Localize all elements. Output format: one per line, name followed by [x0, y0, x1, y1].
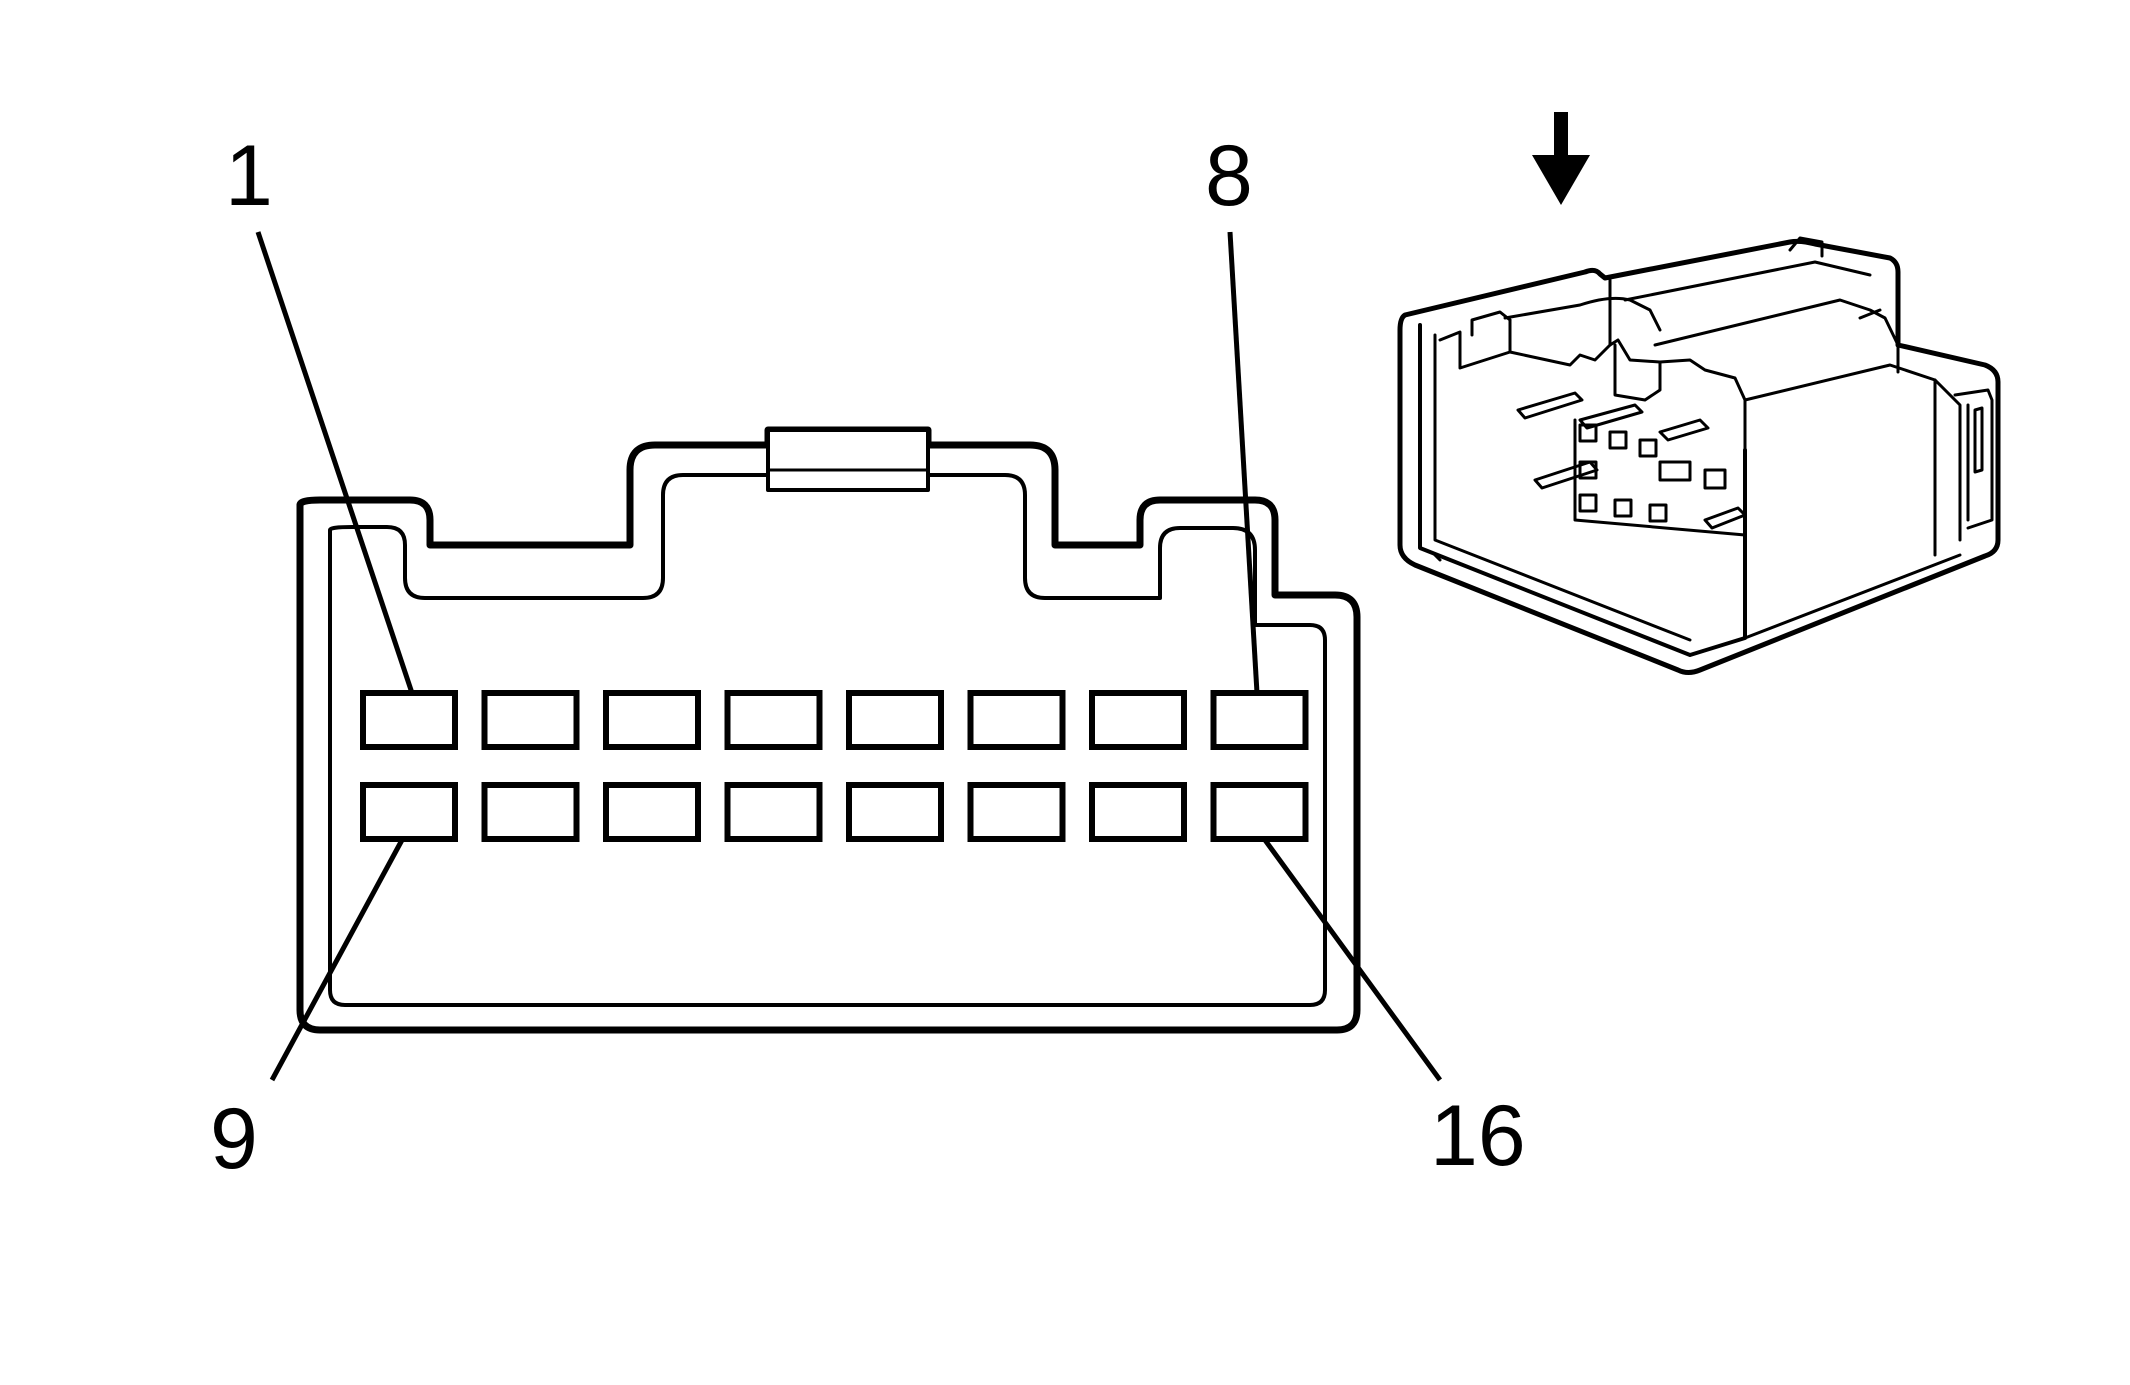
leader-pin-9 [269, 838, 405, 1082]
leader-pin-1 [255, 231, 415, 694]
connector-face-view: 1 8 9 16 [210, 128, 1526, 1187]
cavity-4 [724, 690, 823, 750]
cavity-7 [1089, 690, 1187, 750]
cavity-1 [360, 690, 458, 750]
pin-label-8: 8 [1205, 128, 1253, 224]
cavity-8 [1210, 690, 1309, 750]
cavity-6 [967, 690, 1066, 750]
cavity-grid [360, 690, 1309, 842]
pin-label-16: 16 [1430, 1088, 1526, 1184]
leader-pin-16 [1262, 838, 1443, 1082]
cavity-3 [603, 690, 701, 750]
cavity-9 [360, 782, 458, 842]
cavity-5 [846, 690, 944, 750]
cavity-2 [481, 690, 580, 750]
cavity-12 [724, 782, 823, 842]
cavity-16 [1210, 782, 1309, 842]
connector-inner-wall [328, 473, 1327, 1007]
cavity-10 [481, 782, 580, 842]
cavity-15 [1089, 782, 1187, 842]
cavity-11 [603, 782, 701, 842]
pin-label-9: 9 [210, 1091, 258, 1187]
terminal-pins [1516, 391, 1747, 537]
cavity-13 [846, 782, 944, 842]
down-arrow-icon [1532, 112, 1590, 205]
connector-isometric-view [1397, 236, 2001, 675]
leader-pin-8 [1227, 231, 1260, 694]
cavity-14 [967, 782, 1066, 842]
connector-latch [766, 428, 930, 492]
pin-label-1: 1 [225, 128, 273, 224]
